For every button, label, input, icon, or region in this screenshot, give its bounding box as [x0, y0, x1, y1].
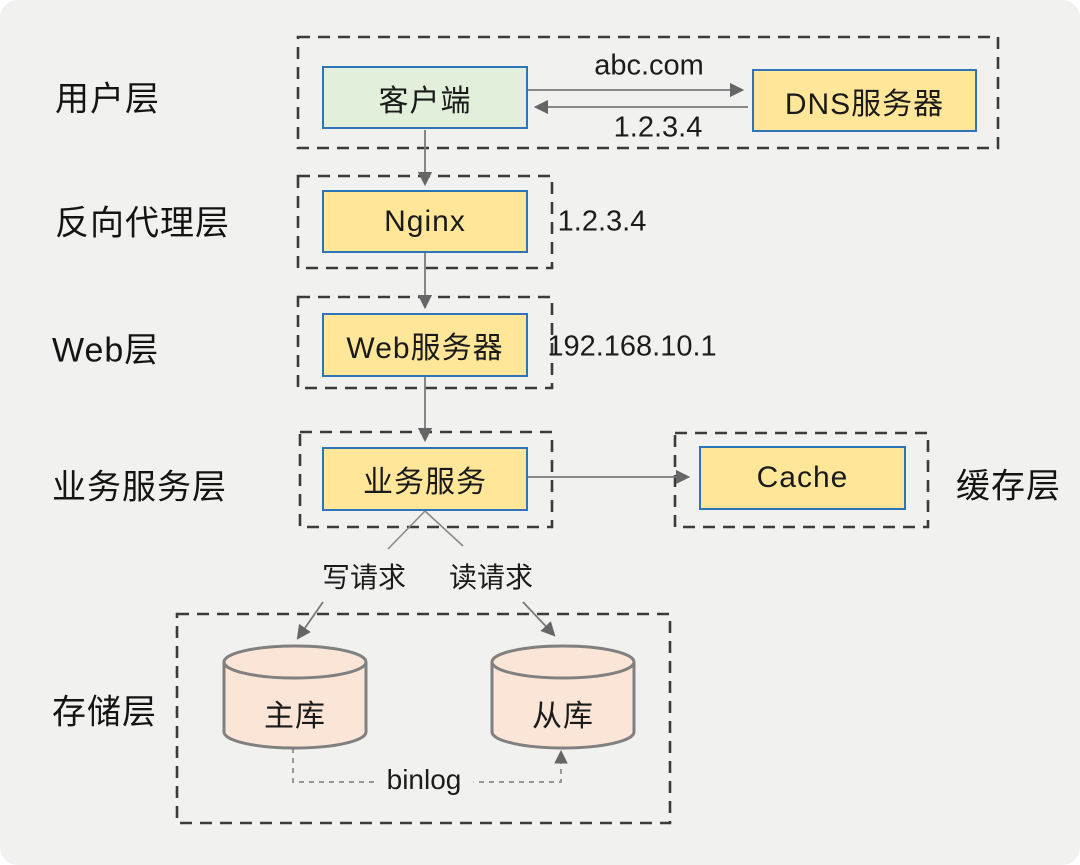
cache-layer-container — [673, 431, 930, 529]
arrow-read-to-slave — [522, 601, 556, 637]
layer-label-storage: 存储层 — [52, 693, 157, 732]
node-cache: Cache — [699, 446, 906, 510]
slave-db-label: 从库 — [532, 700, 594, 733]
edge-label-write-request: 写请求 — [321, 562, 407, 593]
edge-label-read-request: 读请求 — [448, 562, 534, 593]
edge-label-nginx-ip: 1.2.3.4 — [557, 205, 647, 238]
layer-label-proxy: 反向代理层 — [55, 204, 230, 243]
node-nginx: Nginx — [322, 190, 528, 253]
arrow-write-to-master — [296, 601, 324, 640]
edge-label-dns-query: abc.com — [594, 49, 704, 82]
layer-label-user: 用户层 — [55, 80, 160, 119]
user-layer-container — [296, 35, 1000, 150]
edge-label-binlog: binlog — [374, 764, 474, 796]
slave-db-cylinder — [490, 644, 636, 750]
master-db-cylinder — [222, 644, 368, 750]
layer-label-service: 业务服务层 — [52, 468, 227, 507]
node-service: 业务服务 — [322, 447, 528, 511]
master-db-label: 主库 — [264, 700, 326, 733]
node-web-server: Web服务器 — [322, 313, 528, 377]
line-service-to-read-label — [424, 510, 464, 547]
node-client: 客户端 — [322, 66, 528, 129]
line-service-to-write-label — [387, 510, 426, 550]
edge-label-webserver-ip: 192.168.10.1 — [547, 330, 717, 363]
node-dns-server: DNS服务器 — [752, 69, 977, 132]
edge-label-dns-response: 1.2.3.4 — [613, 111, 703, 144]
layer-label-web: Web层 — [52, 331, 160, 370]
storage-layer-container — [175, 612, 672, 825]
layer-label-cache: 缓存层 — [956, 467, 1061, 506]
